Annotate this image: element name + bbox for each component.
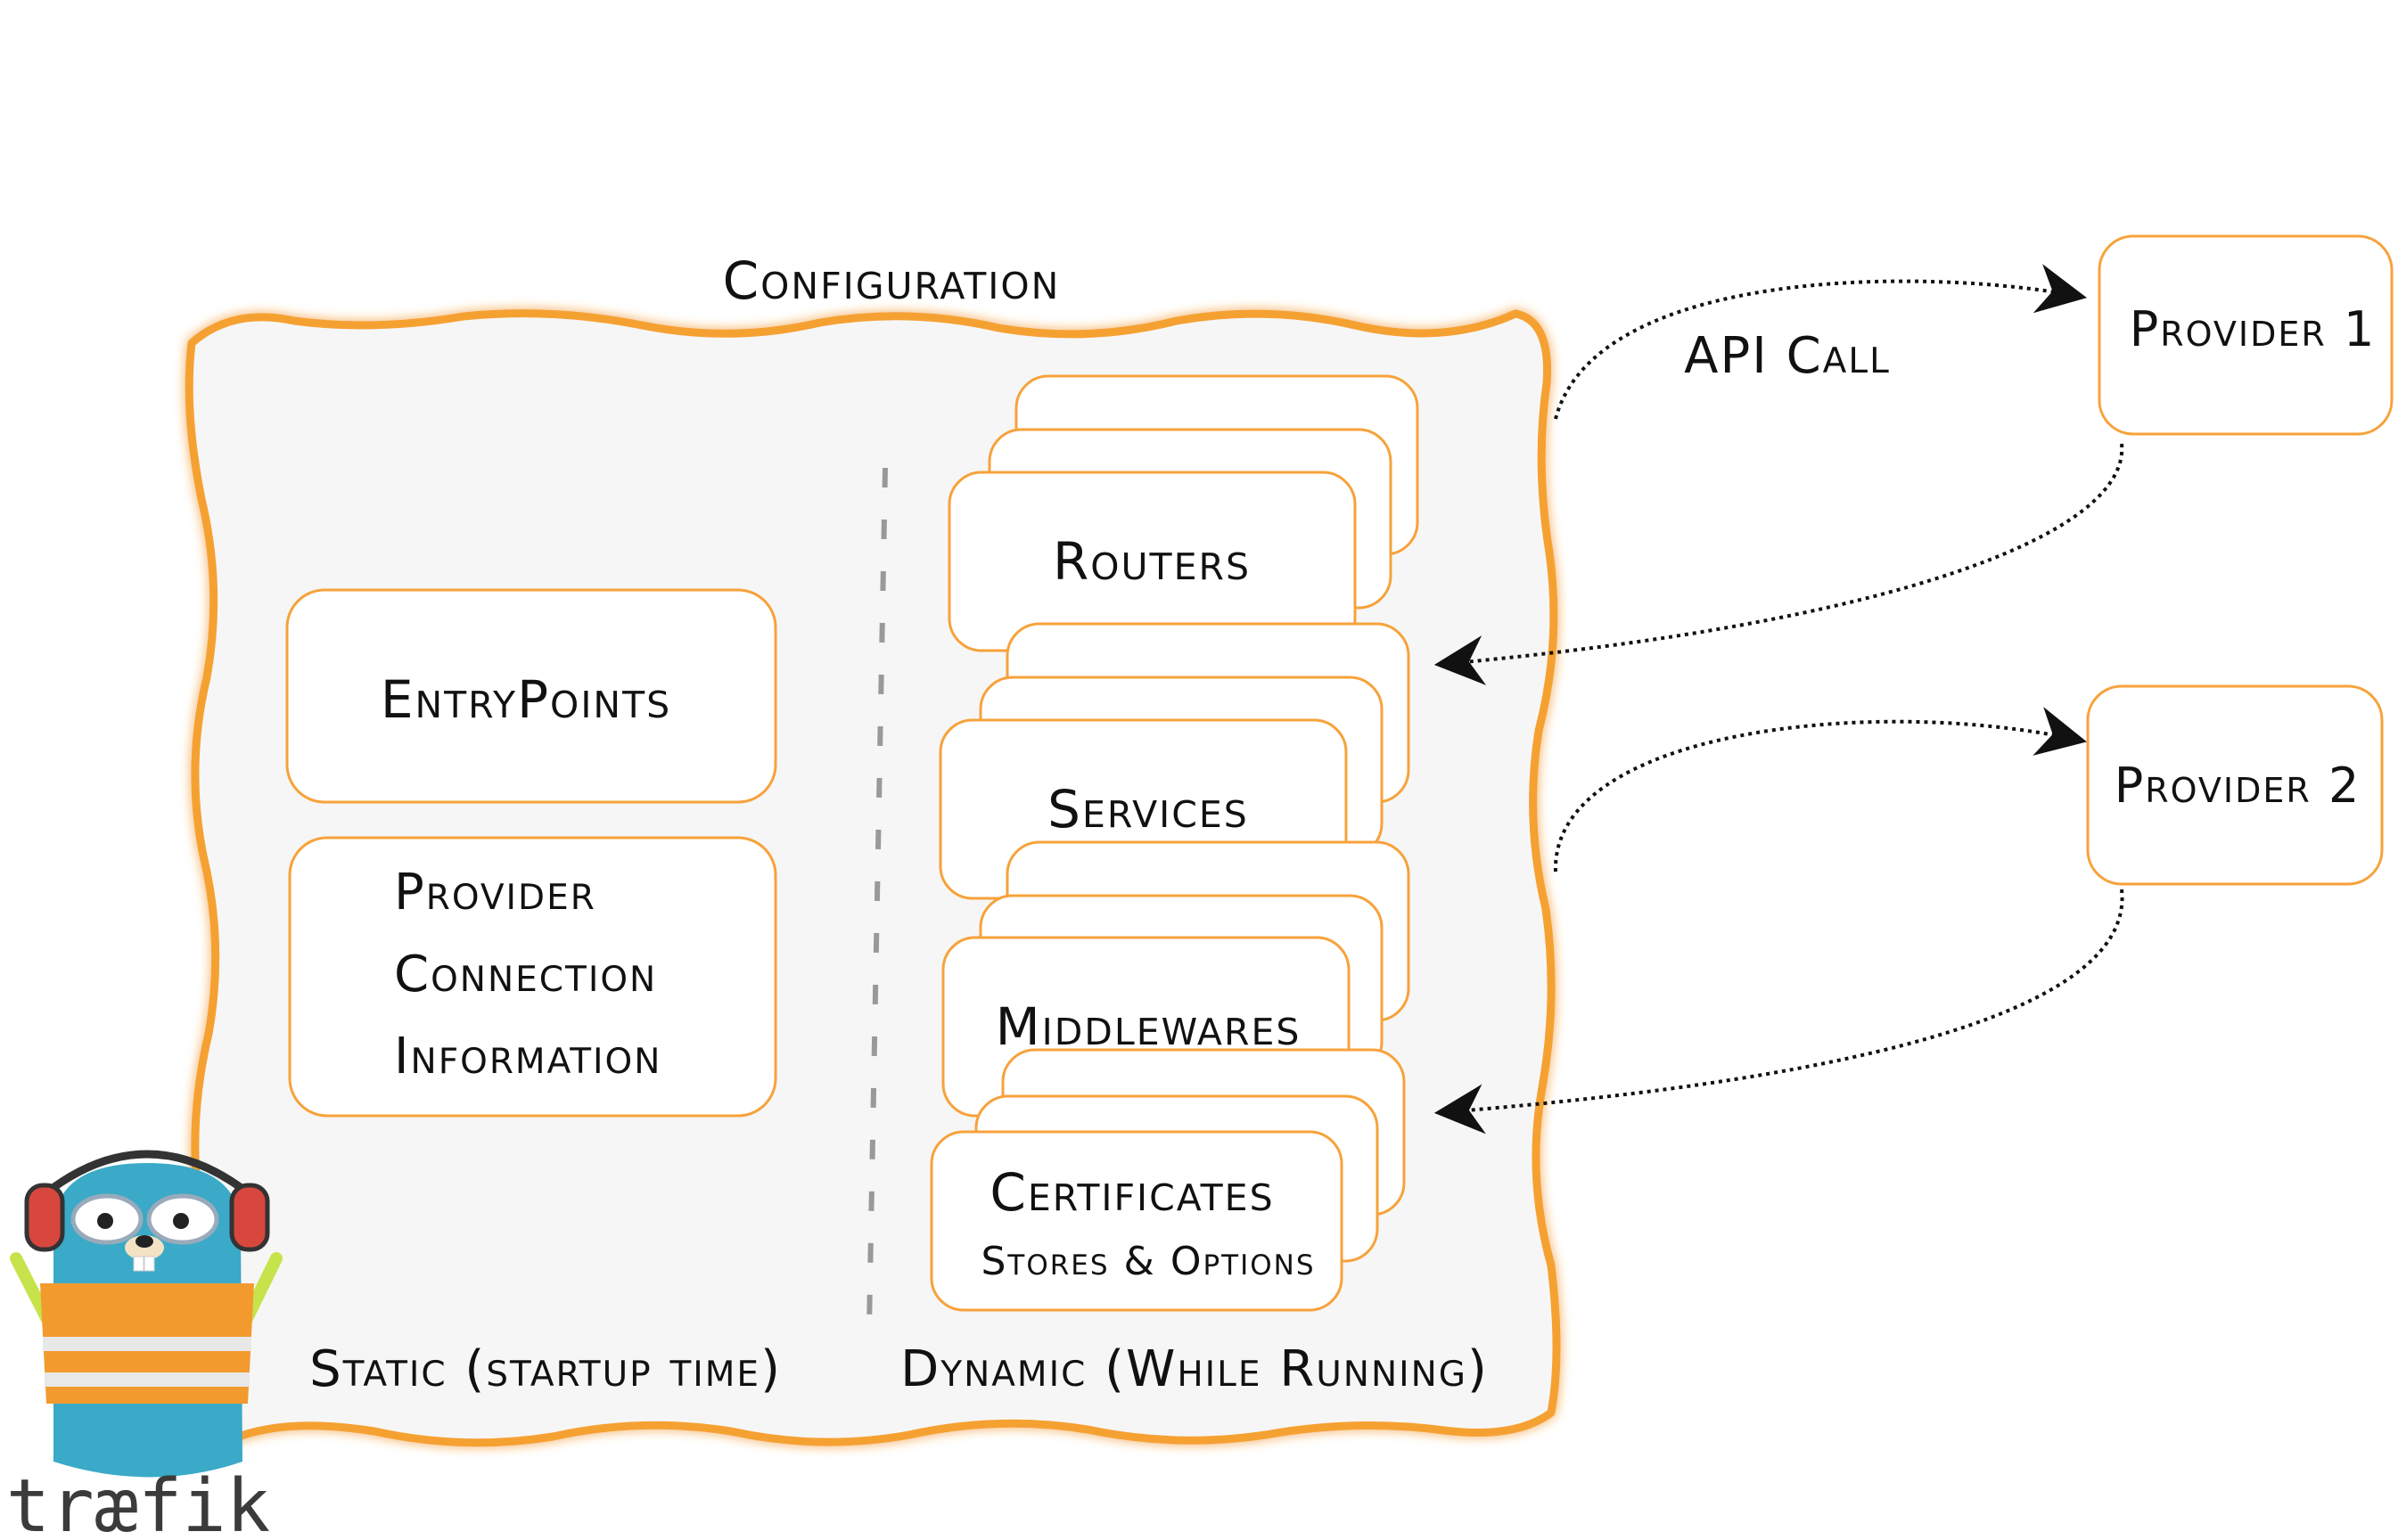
provider-conn-line-3: Information [394, 1028, 661, 1085]
certificates-stack: Certificates Stores & Options [930, 1048, 1406, 1312]
api-call-arrow-1 [1554, 264, 2088, 420]
provider-1-return-arrow [1433, 443, 2124, 685]
configuration-title: Configuration [723, 250, 1061, 311]
api-call-label: API Call [1684, 327, 1891, 385]
middlewares-label: Middlewares [996, 996, 1302, 1057]
certificates-sub-label: Stores & Options [981, 1239, 1315, 1284]
services-label: Services [1047, 779, 1249, 840]
routers-label: Routers [1053, 531, 1251, 592]
entrypoints-box: EntryPoints [285, 588, 777, 804]
provider-connection-box: Provider Connection Information [288, 836, 777, 1118]
provider-2-return-arrow [1433, 889, 2124, 1135]
logo-wordmark: træfik [6, 1464, 270, 1540]
provider-1-label: Provider 1 [2130, 301, 2377, 357]
provider-conn-line-1: Provider [394, 864, 596, 922]
services-stack: Services [939, 622, 1410, 900]
dynamic-footer-label: Dynamic (While Running) [900, 1340, 1489, 1398]
traefik-gopher-logo: træfik [6, 1150, 283, 1540]
static-dynamic-divider [866, 467, 888, 1329]
provider-1-box: Provider 1 [2098, 234, 2394, 436]
provider-2-label: Provider 2 [2115, 758, 2361, 814]
routers-stack: Routers [948, 374, 1419, 652]
certificates-label: Certificates [990, 1162, 1274, 1223]
provider-2-box: Provider 2 [2086, 684, 2384, 886]
api-call-arrow-2 [1553, 707, 2087, 872]
provider-conn-line-2: Connection [394, 946, 657, 1003]
entrypoints-label: EntryPoints [381, 669, 671, 730]
static-footer-label: Static (startup time) [309, 1340, 782, 1398]
